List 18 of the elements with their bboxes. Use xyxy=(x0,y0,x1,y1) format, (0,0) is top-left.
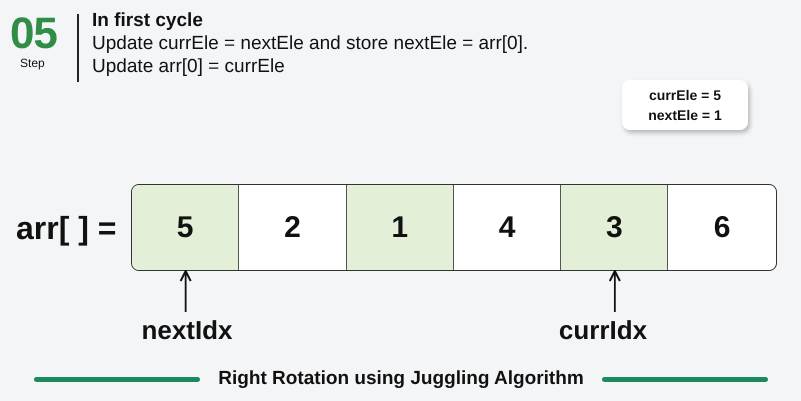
pointer-label: currIdx xyxy=(543,312,663,348)
step-label: Step xyxy=(20,57,45,69)
step-number: 05 xyxy=(10,12,57,56)
instruction-text: Update arr[0] = currEle xyxy=(92,56,285,78)
arrow xyxy=(608,270,621,312)
array-cell: 6 xyxy=(668,185,776,270)
pointer-label: nextIdx xyxy=(127,312,247,348)
state-text: currEle = 5 xyxy=(649,86,721,105)
step-title: In first cycle xyxy=(92,10,203,32)
caption: Right Rotation using Juggling Algorithm xyxy=(217,367,585,391)
instruction-text: Update currEle = nextEle and store nextEle = arr[0]. xyxy=(92,33,528,55)
state-text: nextEle = 1 xyxy=(648,106,722,125)
array-cell: 1 xyxy=(346,185,454,270)
array-cell: 3 xyxy=(561,185,668,270)
state-card xyxy=(622,80,748,130)
array-cell: 5 xyxy=(132,185,240,270)
arrow xyxy=(180,270,192,312)
array-label: arr[ ] = xyxy=(16,209,116,248)
